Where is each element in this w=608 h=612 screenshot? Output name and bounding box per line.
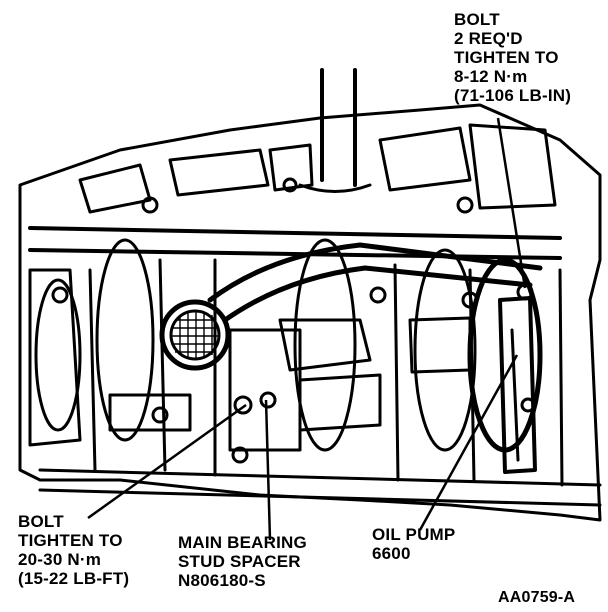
callout-line: BOLT bbox=[18, 512, 64, 531]
callout-line: MAIN BEARING bbox=[178, 533, 307, 552]
leader-top-bolt bbox=[496, 117, 527, 289]
callout-main-bolt: BOLT TIGHTEN TO 20-30 N·m (15-22 LB-FT) bbox=[18, 512, 129, 588]
callout-line: STUD SPACER bbox=[178, 552, 301, 571]
callout-line: OIL PUMP bbox=[372, 525, 456, 544]
leader-spacer bbox=[264, 399, 272, 541]
callout-line: 6600 bbox=[372, 544, 411, 563]
pickup-arm bbox=[207, 242, 543, 323]
callout-line: TIGHTEN TO bbox=[454, 48, 559, 67]
callout-line: TIGHTEN TO bbox=[18, 531, 123, 550]
callout-line: 2 REQ'D bbox=[454, 29, 523, 48]
callout-line: (15-22 LB-FT) bbox=[18, 569, 130, 588]
callout-line: N806180-S bbox=[178, 571, 266, 590]
leader-pump bbox=[418, 354, 519, 531]
callout-line: BOLT bbox=[454, 10, 500, 29]
callout-top-bolt: BOLT 2 REQ'D TIGHTEN TO 8-12 N·m (71-106… bbox=[454, 10, 571, 105]
figure-id: AA0759-A bbox=[498, 589, 576, 606]
callout-line: (71-106 LB-IN) bbox=[454, 86, 572, 105]
pickup-tube bbox=[320, 68, 357, 187]
crank-rail bbox=[28, 226, 562, 260]
leader-main-bolt bbox=[87, 403, 247, 520]
callout-line: 20-30 N·m bbox=[18, 550, 102, 569]
callout-oil-pump: OIL PUMP 6600 bbox=[372, 525, 455, 563]
callout-stud-spacer: MAIN BEARING STUD SPACER N806180-S bbox=[178, 533, 307, 590]
callout-line: 8-12 N·m bbox=[454, 67, 528, 86]
